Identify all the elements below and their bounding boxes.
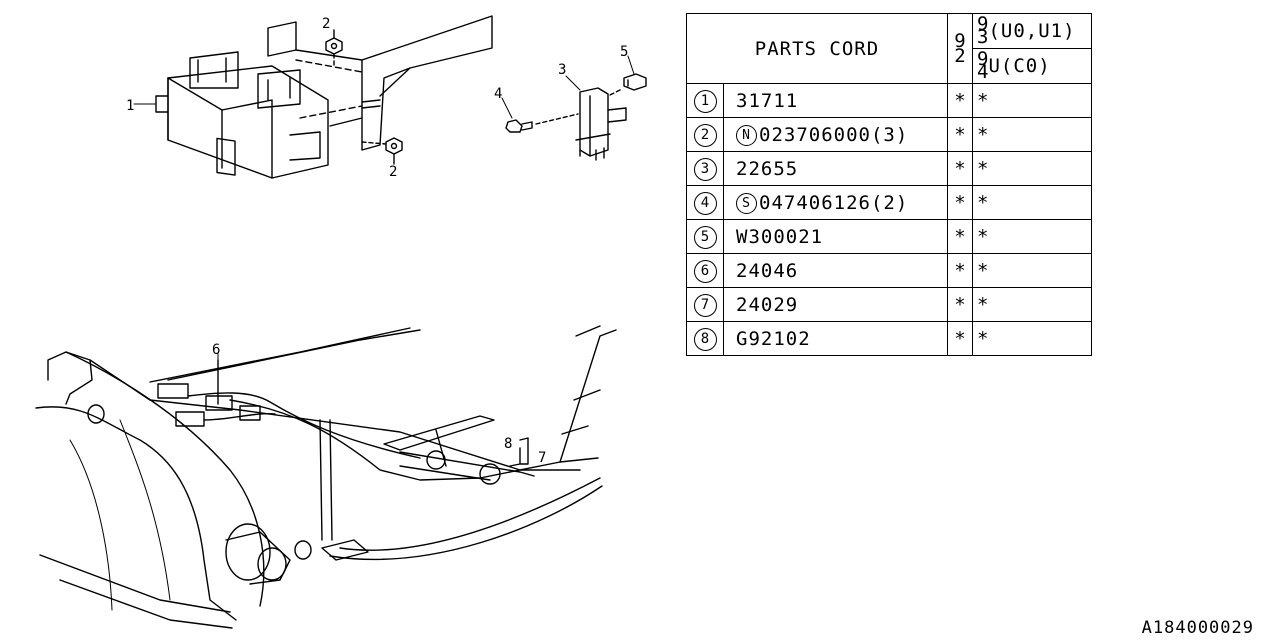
row-number-cell: 3 [686,151,724,186]
part-prefix: N [736,124,757,146]
row-number: 3 [693,158,717,181]
applicability-mark-2: * [972,185,1092,220]
callout-3: 3 [558,62,566,78]
nut-lower [361,137,403,165]
row-number-cell: 1 [686,83,724,118]
row-number: 2 [693,124,717,147]
part-number: 023706000(3) [759,123,909,146]
header-code-digit-2: 2 [954,44,966,67]
part-number: 24029 [736,293,799,316]
part-number-cell: 24029 [723,287,948,322]
part-number-cell: 22655 [723,151,948,186]
table-row: 1 31711 ** [686,83,1092,118]
leader-lines [133,55,635,363]
applicability-mark-1: * [947,151,973,186]
callout-6: 6 [212,342,220,358]
nut-upper [325,29,343,67]
harness-connector [157,359,421,459]
applicability-mark-2: * [972,219,1092,254]
table-row: 3 22655 ** [686,151,1092,186]
applicability-mark-2: * [972,117,1092,152]
variant-2-digit-2: 4 [977,61,989,83]
harness-bracket [383,415,535,485]
header-title: PARTS CORD [686,13,948,84]
applicability-mark-1: * [947,83,973,118]
applicability-mark-2: * [972,321,1092,356]
variant-1-label: (U0,U1) [988,20,1076,42]
part-number: 047406126(2) [759,191,909,214]
row-number-cell: 6 [686,253,724,288]
applicability-mark-1: * [947,185,973,220]
applicability-mark-2: * [972,253,1092,288]
variant-2-label: U(C0) [988,55,1051,77]
part-number-cell: W300021 [723,219,948,254]
callout-2-upper: 2 [322,16,330,32]
applicability-mark-2: * [972,151,1092,186]
callout-7: 7 [538,450,546,466]
callout-2-lower: 2 [389,164,397,180]
part-number-cell: 24046 [723,253,948,288]
control-unit [155,51,329,179]
callout-4: 4 [494,86,502,102]
diagram-id: A184000029 [1141,618,1254,638]
header-code: 9 2 [947,13,973,84]
screw [505,113,579,133]
part-number: 22655 [736,157,799,180]
applicability-mark-1: * [947,287,973,322]
applicability-mark-2: * [972,83,1092,118]
row-number-cell: 7 [686,287,724,322]
row-number-cell: 8 [686,321,724,356]
sensor-unit [575,87,627,161]
row-number-cell: 2 [686,117,724,152]
row-number-cell: 5 [686,219,724,254]
row-number-cell: 4 [686,185,724,220]
row-number: 8 [693,328,717,351]
table-row: 7 24029 ** [686,287,1092,322]
applicability-mark-1: * [947,117,973,152]
variant-1-digit-1: 9 [977,13,989,35]
header-code-digit-1: 9 [954,29,966,52]
part-number: 31711 [736,89,799,112]
clip [607,73,647,97]
part-number-cell: 31711 [723,83,948,118]
row-number: 5 [693,226,717,249]
applicability-mark-2: * [972,287,1092,322]
row-number: 4 [693,192,717,215]
part-number: 24046 [736,259,799,282]
mounting-bracket [267,15,493,151]
part-prefix: S [736,192,757,214]
variant-2-digit-1: 9 [977,48,989,70]
callout-1: 1 [126,98,134,114]
transmission [35,325,617,629]
variant-1-digit-2: 3 [977,26,989,48]
callout-5: 5 [620,44,628,60]
part-number-cell: G92102 [723,321,948,356]
row-number: 1 [693,90,717,113]
parts-diagram: 1 2 2 3 4 5 6 7 8 [35,15,647,629]
applicability-mark-1: * [947,253,973,288]
part-number: W300021 [736,225,824,248]
applicability-mark-1: * [947,219,973,254]
table-row: 6 24046 ** [686,253,1092,288]
applicability-mark-1: * [947,321,973,356]
row-number: 6 [693,260,717,283]
table-row: 5 W300021 ** [686,219,1092,254]
callout-8: 8 [504,436,512,452]
part-number: G92102 [736,327,811,350]
row-number: 7 [693,294,717,317]
table-row: 8 G92102 ** [686,321,1092,356]
